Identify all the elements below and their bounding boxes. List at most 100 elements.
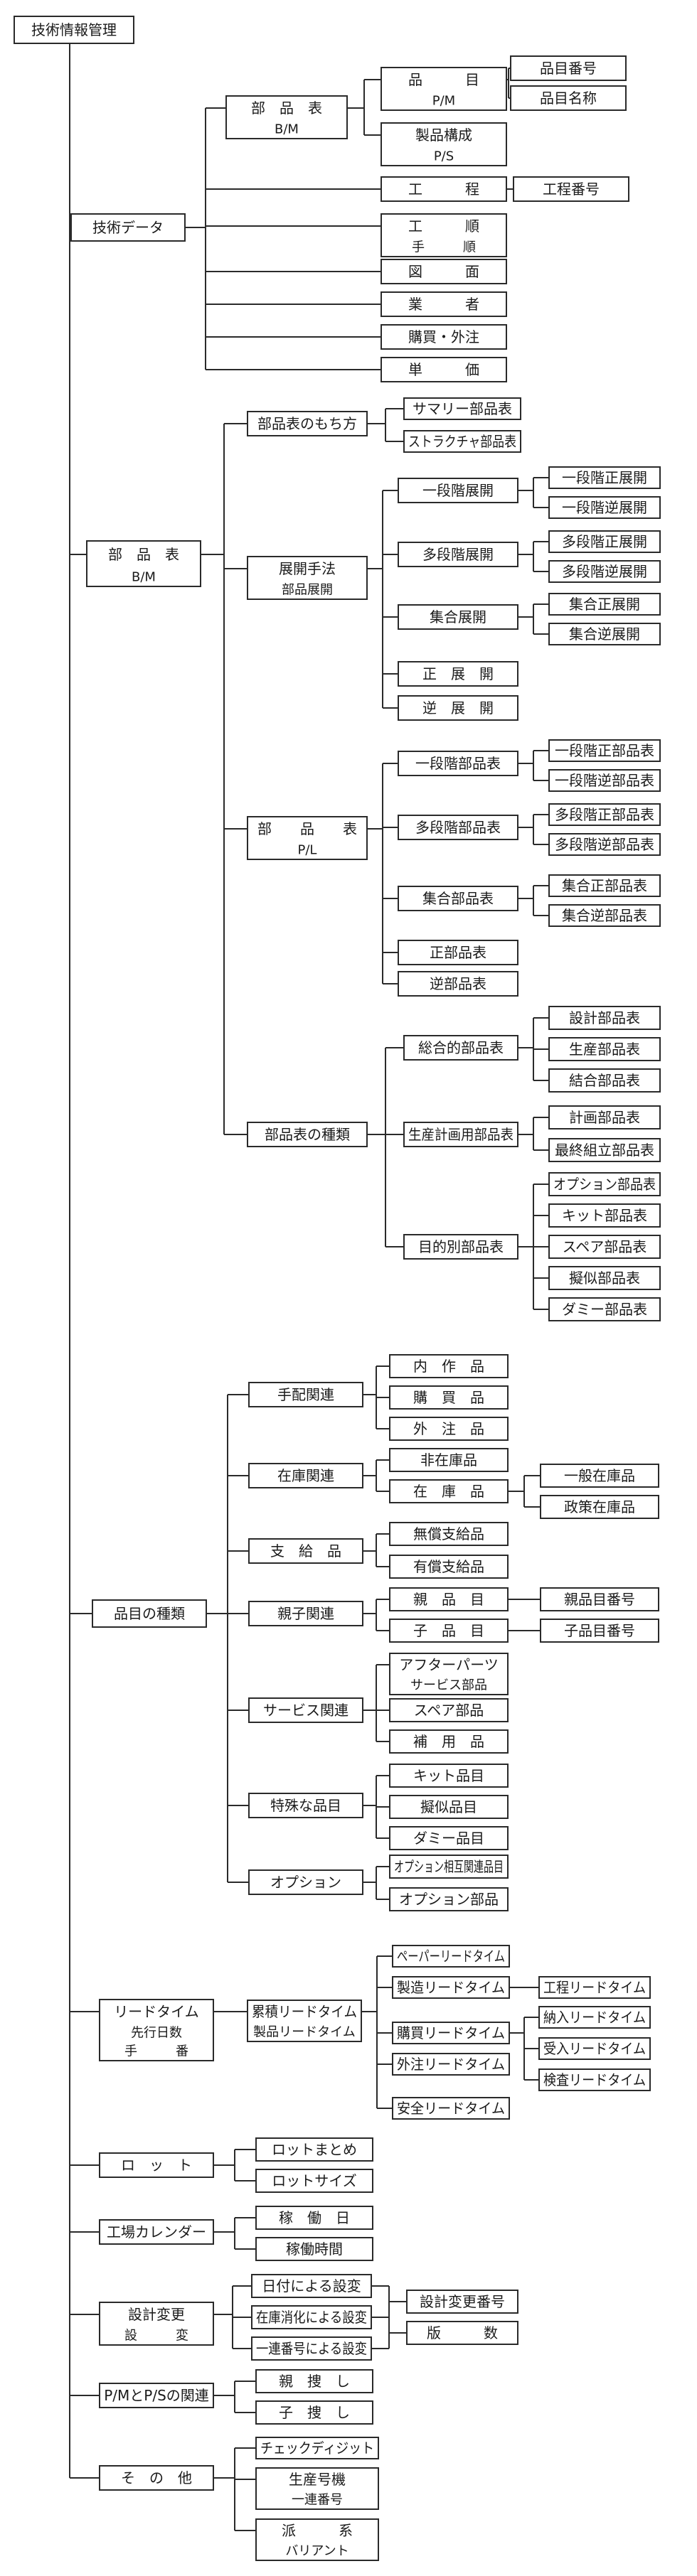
node-label: 多段階逆部品表	[555, 836, 654, 853]
node-box	[389, 1522, 509, 1546]
node-box	[392, 1976, 510, 1999]
node-box	[248, 1601, 363, 1626]
node-label: 一段階逆部品表	[555, 772, 654, 789]
node-label: 子 捜 し	[279, 2404, 350, 2421]
node-box	[255, 2518, 379, 2561]
node-box	[70, 213, 186, 242]
node-label: オプション	[270, 1874, 341, 1891]
node-kit: キット品目	[389, 1764, 509, 1788]
node-label: 一段階展開	[422, 482, 494, 499]
node-box	[389, 1795, 509, 1819]
node-box	[548, 1138, 661, 1162]
node-label: 集合正展開	[569, 596, 640, 613]
node-p5: 逆部品表	[398, 971, 518, 997]
node-box	[255, 2467, 379, 2510]
node-sub-label: バリアント	[285, 2544, 348, 2559]
node-box	[548, 1105, 661, 1129]
node-pl: 部 品 表P/L	[247, 816, 368, 860]
node-t4: 正 展 開	[398, 661, 518, 687]
node-sub-label: 先行日数	[131, 2026, 182, 2041]
node-summary: サマリー部品表	[403, 397, 521, 420]
node-label: 工程番号	[543, 181, 600, 198]
node-s3a: オプション部品表	[548, 1172, 661, 1196]
node-box	[247, 556, 368, 600]
node-hizaiko: 非在庫品	[389, 1448, 509, 1472]
node-box	[403, 1234, 518, 1260]
node-box	[548, 1006, 661, 1030]
node-label: 総合的部品表	[418, 1039, 504, 1056]
node-box	[540, 1587, 659, 1611]
node-s2: 生産計画用部品表	[403, 1122, 518, 1147]
node-label: 一段階正展開	[562, 469, 647, 486]
node-box	[381, 67, 507, 111]
node-t3a: 集合正展開	[548, 593, 661, 616]
node-box	[398, 886, 518, 911]
node-box	[398, 695, 518, 721]
node-box	[247, 411, 368, 436]
node-label: ロットサイズ	[272, 2172, 356, 2189]
node-lots: ロットサイズ	[255, 2169, 373, 2193]
node-p1a: 一段階正部品表	[548, 739, 661, 762]
node-box	[406, 2321, 518, 2345]
node-label: 親 捜 し	[279, 2373, 350, 2390]
node-label: 累積リードタイム	[252, 2003, 357, 2020]
node-box	[548, 739, 661, 762]
node-t1b: 一段階逆展開	[548, 496, 661, 519]
node-oyaban: 親品目番号	[540, 1587, 659, 1611]
node-label: 派 系	[282, 2522, 353, 2539]
node-label: 親子関連	[277, 1605, 334, 1622]
node-label: 購買・外注	[408, 328, 479, 345]
node-label: 製品構成	[415, 127, 472, 144]
node-label: スペア部品表	[563, 1238, 647, 1255]
node-zumen: 図 面	[381, 259, 507, 284]
node-label: 在 庫 品	[413, 1483, 484, 1500]
node-s3e: ダミー部品表	[548, 1297, 661, 1321]
node-label: 部品表の種類	[265, 1126, 350, 1143]
node-box	[548, 1037, 661, 1061]
node-label: 一段階正部品表	[555, 742, 654, 759]
node-box	[255, 2400, 373, 2425]
node-box	[548, 1172, 661, 1196]
node-anzen: 安全リードタイム	[392, 2097, 510, 2120]
node-t3: 集合展開	[398, 604, 518, 630]
node-box	[548, 833, 661, 856]
node-label: 製造リードタイム	[397, 1979, 505, 1996]
node-kensa: 検査リードタイム	[538, 2068, 651, 2091]
node-kohin: 子 品 目	[389, 1619, 509, 1643]
node-gaichulead: 外注リードタイム	[392, 2053, 510, 2076]
node-label: 在庫関連	[277, 1467, 334, 1484]
node-box	[398, 604, 518, 630]
node-option: オプション	[248, 1869, 363, 1895]
node-box	[248, 1869, 363, 1895]
node-label: 生産号機	[289, 2471, 346, 2488]
node-box	[248, 1697, 363, 1723]
node-label: 稼 働 日	[279, 2209, 350, 2226]
node-box	[398, 542, 518, 567]
node-label: 一段階逆展開	[562, 499, 647, 516]
node-box	[389, 1887, 509, 1911]
node-t2a: 多段階正展開	[548, 530, 661, 553]
node-label: 擬似品目	[420, 1798, 477, 1815]
node-box	[381, 176, 507, 202]
node-label: 有償支給品	[413, 1558, 484, 1575]
node-seisaku: 政策在庫品	[540, 1495, 659, 1519]
node-musho: 無償支給品	[389, 1522, 509, 1546]
node-yusho: 有償支給品	[389, 1555, 509, 1579]
node-label: 工 程	[408, 181, 479, 198]
node-kosagashi: 子 捜 し	[255, 2400, 373, 2425]
node-box	[225, 95, 348, 139]
node-kadojikan: 稼働時間	[255, 2237, 373, 2261]
node-label: 版 数	[427, 2324, 498, 2341]
node-box	[381, 324, 507, 350]
node-box	[540, 1495, 659, 1519]
node-label: 目的別部品表	[418, 1238, 504, 1255]
node-hinmoku: 品 目P/M	[381, 67, 507, 111]
node-box	[548, 1068, 661, 1093]
node-label: 正 展 開	[422, 665, 494, 682]
